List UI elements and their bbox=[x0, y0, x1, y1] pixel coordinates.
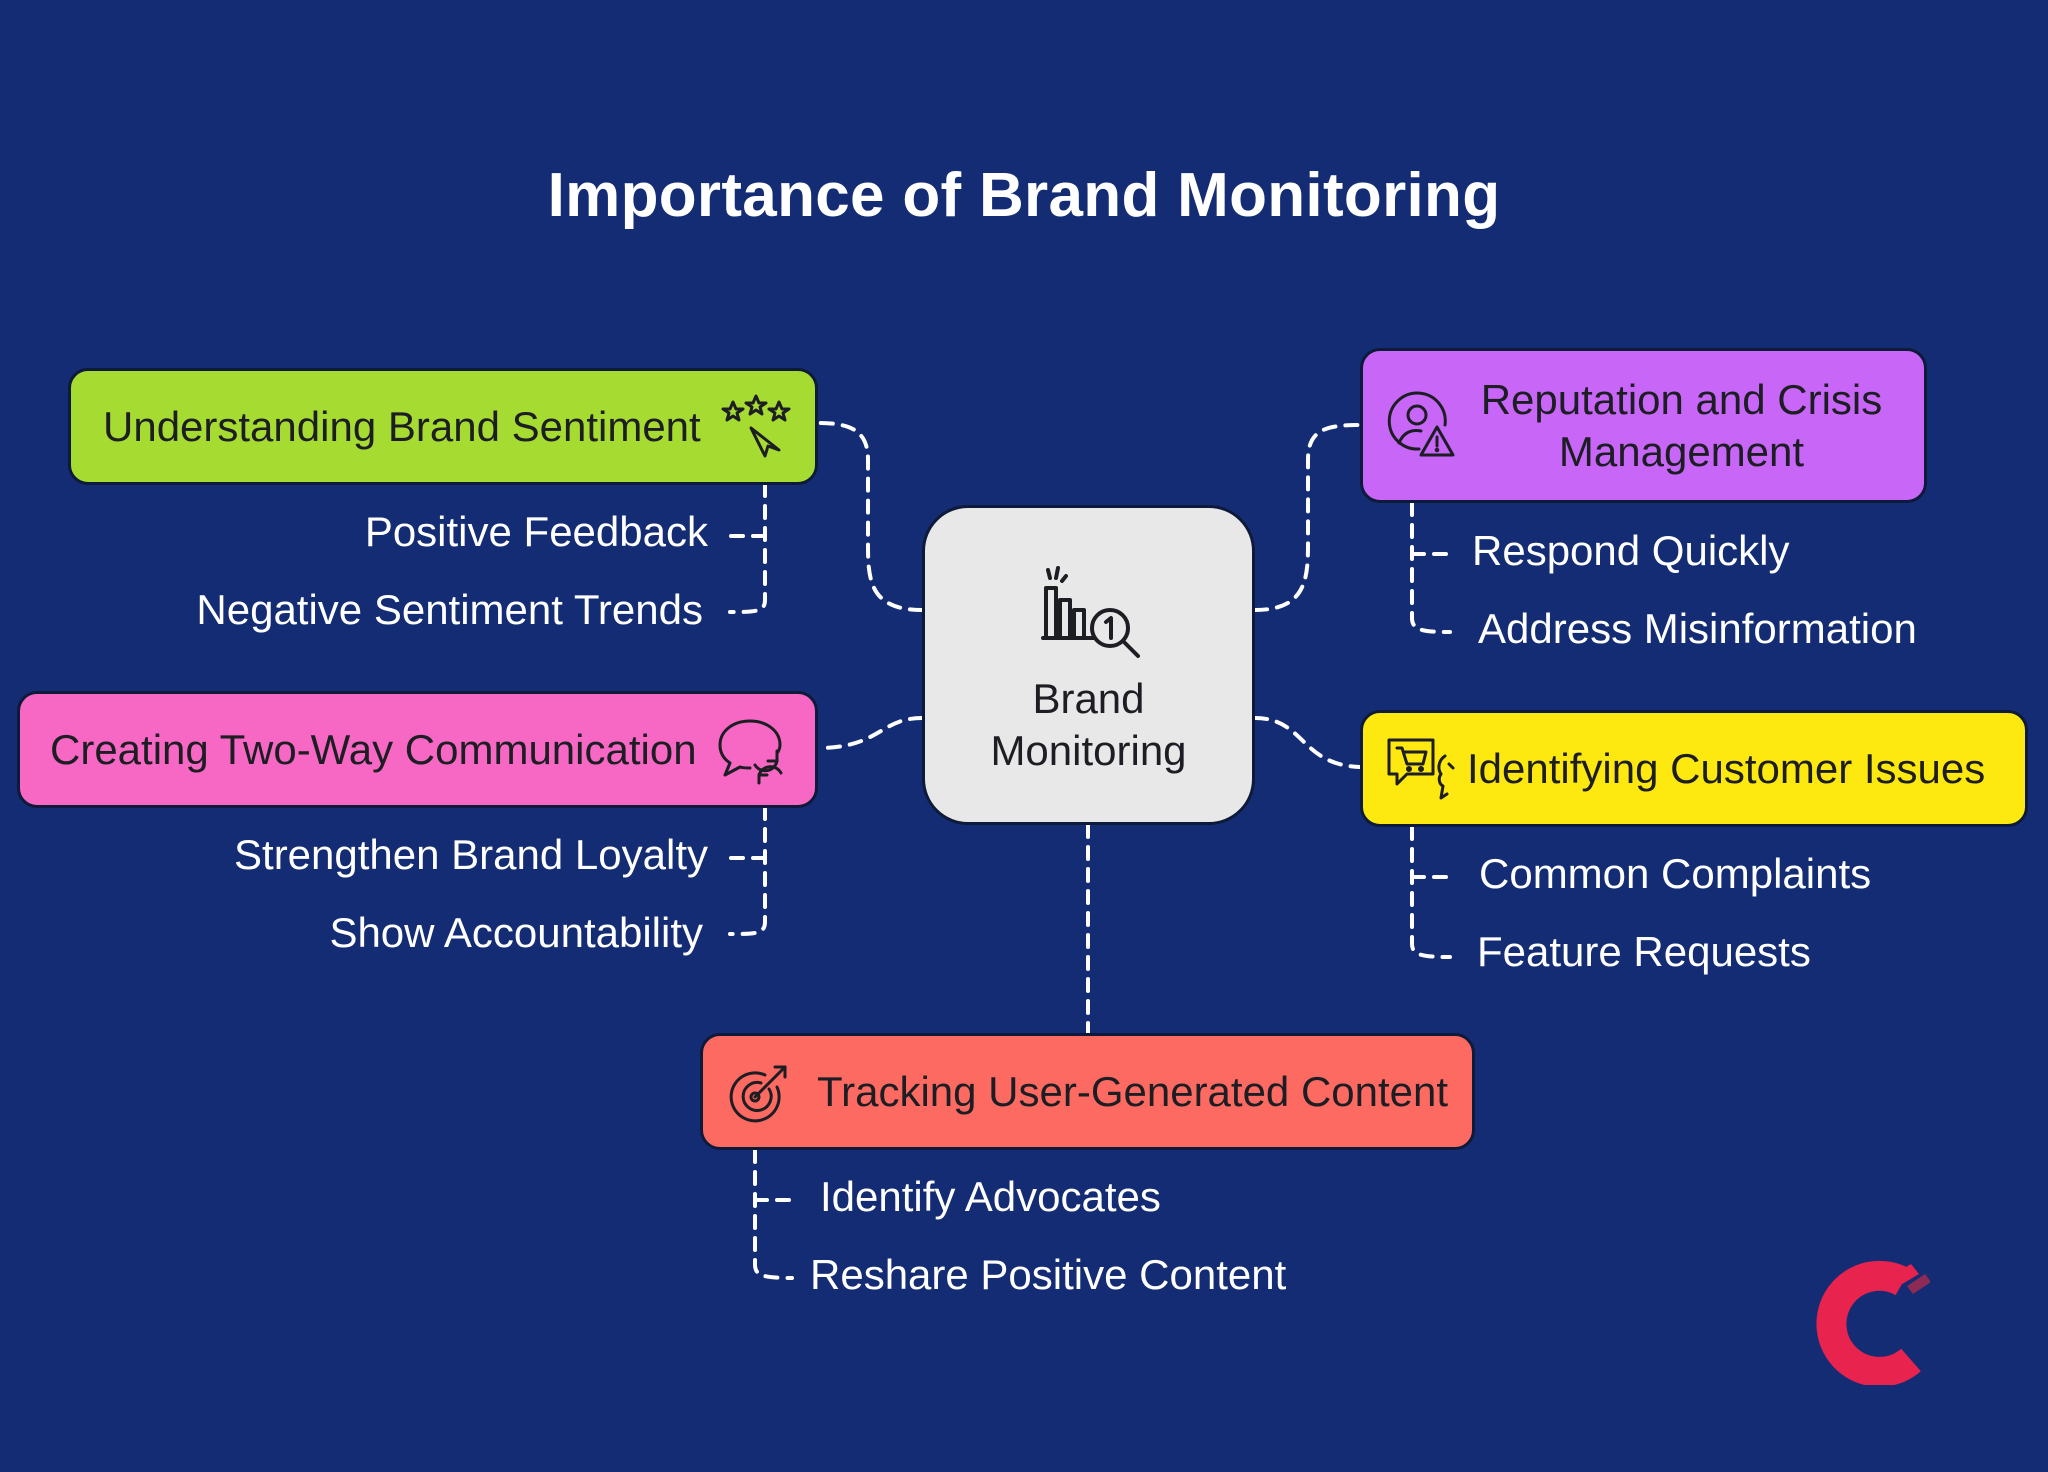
connector-reputation-tree bbox=[1410, 501, 1452, 634]
connector-center-to-communication bbox=[816, 716, 924, 750]
connector-communication-tree bbox=[728, 805, 767, 936]
connector-center-to-reputation bbox=[1253, 423, 1362, 612]
connector-center-to-issues bbox=[1253, 716, 1362, 769]
brand-logo-c-icon bbox=[1816, 1260, 1930, 1385]
connector-center-to-sentiment bbox=[816, 421, 924, 612]
connector-issues-tree bbox=[1410, 825, 1452, 959]
sub-reshare-positive-content: Reshare Positive Content bbox=[810, 1251, 1287, 1298]
sub-negative-sentiment-trends: Negative Sentiment Trends bbox=[196, 586, 703, 633]
connector-sentiment-tree bbox=[728, 482, 767, 614]
node-label: Reputation and Crisis Management bbox=[1455, 374, 1924, 478]
sub-address-misinformation: Address Misinformation bbox=[1478, 605, 1917, 652]
bar-chart-magnifier-icon bbox=[1041, 566, 1140, 658]
node-label: Understanding Brand Sentiment bbox=[103, 402, 701, 450]
sub-respond-quickly: Respond Quickly bbox=[1472, 527, 1790, 574]
sub-positive-feedback: Positive Feedback bbox=[364, 508, 708, 555]
node-tracking-user-generated-content: Tracking User-Generated Content bbox=[700, 1033, 1475, 1150]
node-label: Identifying Customer Issues bbox=[1467, 744, 1986, 792]
center-label: Brand Monitoring bbox=[925, 673, 1252, 777]
sub-feature-requests: Feature Requests bbox=[1477, 928, 1811, 975]
node-identifying-customer-issues: Identifying Customer Issues bbox=[1360, 710, 2028, 827]
center-label-line1: Brand bbox=[1032, 675, 1145, 722]
center-node: Brand Monitoring bbox=[922, 505, 1255, 825]
node-label-line2: Management bbox=[1558, 427, 1805, 475]
node-label: Creating Two-Way Communication bbox=[50, 725, 697, 773]
sub-identify-advocates: Identify Advocates bbox=[820, 1173, 1161, 1220]
center-label-line2: Monitoring bbox=[990, 727, 1187, 774]
node-label-line1: Reputation and Crisis bbox=[1480, 375, 1883, 423]
node-label: Tracking User-Generated Content bbox=[817, 1067, 1449, 1115]
sub-strengthen-brand-loyalty: Strengthen Brand Loyalty bbox=[234, 831, 708, 878]
node-reputation-and-crisis-management: Reputation and Crisis Management bbox=[1360, 348, 1927, 503]
node-creating-two-way-communication: Creating Two-Way Communication bbox=[17, 691, 818, 808]
connector-ugc-tree bbox=[753, 1148, 794, 1280]
sub-show-accountability: Show Accountability bbox=[329, 909, 703, 956]
chat-refresh-icon bbox=[718, 719, 783, 784]
diagram-title: Importance of Brand Monitoring bbox=[547, 161, 1501, 230]
target-arrow-icon bbox=[729, 1065, 787, 1122]
person-warning-icon bbox=[1387, 391, 1455, 456]
cart-speech-icon bbox=[1387, 738, 1455, 799]
sub-common-complaints: Common Complaints bbox=[1479, 850, 1872, 897]
stars-pointer-icon bbox=[721, 394, 791, 457]
node-understanding-brand-sentiment: Understanding Brand Sentiment bbox=[68, 368, 818, 485]
